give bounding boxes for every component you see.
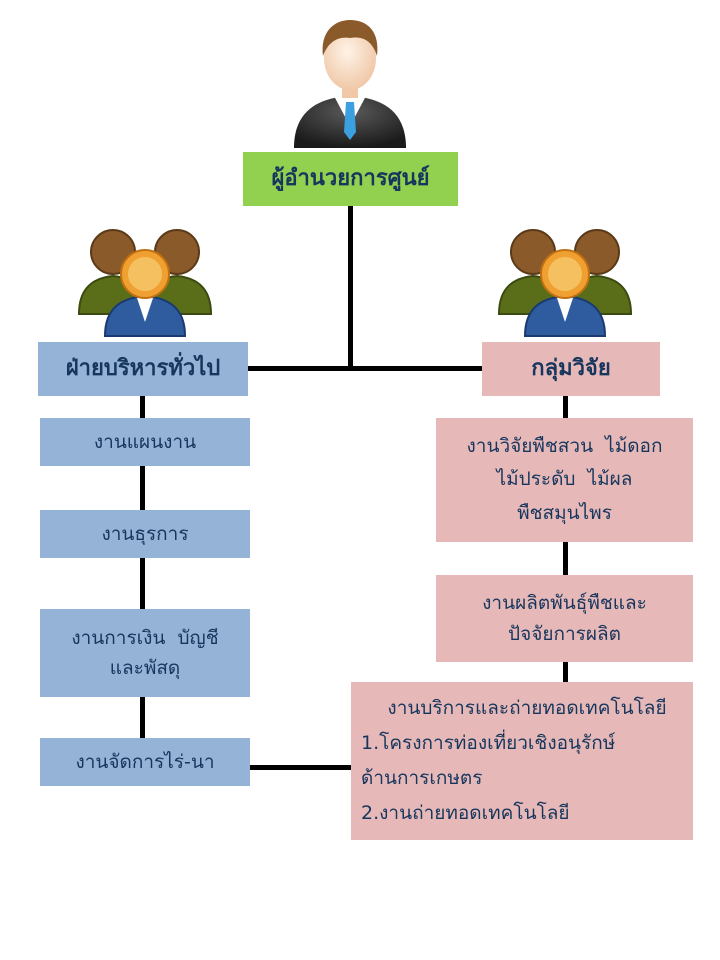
item-line: 2.งานถ่ายทอดเทคโนโลยี	[361, 802, 570, 825]
item-line: งานบริการและถ่ายทอดเทคโนโลยี	[387, 696, 667, 719]
item-line: พืชสมุนไพร	[517, 501, 612, 524]
item-line: งานวิจัยพืชสวน ไม้ดอก	[466, 435, 663, 458]
research-node: กลุ่มวิจัย	[482, 342, 660, 396]
admin-item-planning: งานแผนงาน	[40, 418, 250, 466]
item-line: ไม้ประดับ ไม้ผล	[496, 468, 633, 491]
research-item-horticulture: งานวิจัยพืชสวน ไม้ดอก ไม้ประดับ ไม้ผล พื…	[436, 418, 693, 542]
connector-admin-vertical	[140, 396, 145, 738]
research-item-technology-transfer: งานบริการและถ่ายทอดเทคโนโลยี 1.โครงการท่…	[351, 682, 693, 840]
item-line: ปัจจัยการผลิต	[508, 622, 621, 645]
admin-item-farm-management: งานจัดการไร่-นา	[40, 738, 250, 786]
item-line: และพัสดุ	[109, 657, 181, 679]
item-line: งานแผนงาน	[93, 430, 197, 453]
connector-horizontal	[247, 366, 483, 371]
item-line: งานธุรการ	[101, 522, 189, 545]
connector-director-vertical	[348, 205, 353, 369]
admin-node: ฝ่ายบริหารทั่วไป	[38, 342, 248, 396]
director-node: ผู้อำนวยการศูนย์	[243, 152, 458, 206]
connector-bottom-horizontal	[249, 765, 352, 770]
research-label: กลุ่มวิจัย	[531, 356, 611, 382]
item-line: งานจัดการไร่-นา	[75, 750, 215, 773]
admin-item-finance: งานการเงิน บัญชี และพัสดุ	[40, 609, 250, 697]
item-line: ด้านการเกษตร	[361, 767, 483, 789]
user-group-icon	[77, 229, 213, 337]
director-label: ผู้อำนวยการศูนย์	[271, 166, 430, 192]
businessman-icon	[294, 20, 406, 148]
user-group-icon	[497, 229, 633, 337]
item-line: งานการเงิน บัญชี	[71, 626, 219, 649]
item-line: 1.โครงการท่องเที่ยวเชิงอนุรักษ์	[361, 731, 616, 754]
admin-label: ฝ่ายบริหารทั่วไป	[65, 356, 221, 382]
research-item-seed-production: งานผลิตพันธุ์พืชและ ปัจจัยการผลิต	[436, 575, 693, 662]
item-line: งานผลิตพันธุ์พืชและ	[482, 592, 647, 615]
admin-item-general-affairs: งานธุรการ	[40, 510, 250, 558]
